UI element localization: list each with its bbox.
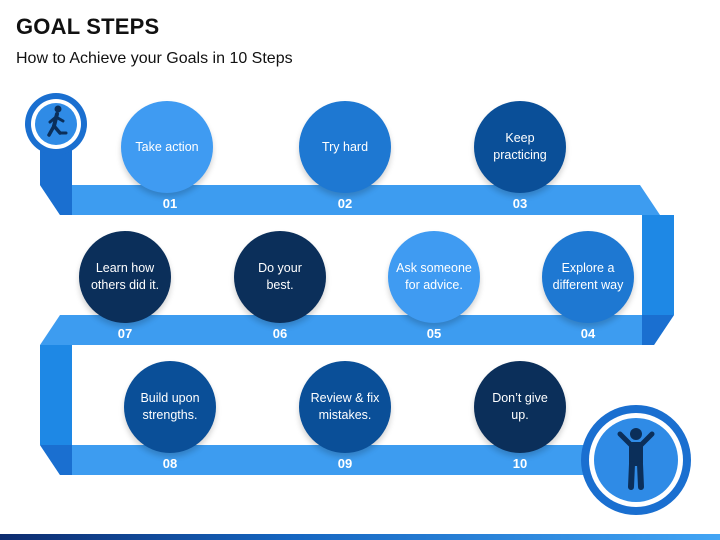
step-number-01: 01 [162, 196, 178, 211]
step-text-line2: strengths. [142, 408, 198, 422]
ribbon-row-3-fold [40, 445, 72, 475]
step-text-line1: Explore a [561, 261, 615, 275]
step-text-line1: Take action [135, 139, 199, 154]
step-circle-10: Don’t give up. [474, 361, 566, 453]
step-number-02: 02 [337, 196, 353, 211]
step-text-line1: Do your [258, 261, 302, 275]
step-text-line2: best. [266, 278, 294, 292]
step-number-06: 06 [272, 326, 288, 341]
ribbon-right-vertical [642, 215, 674, 315]
start-badge [25, 93, 87, 155]
step-number-03: 03 [512, 196, 528, 211]
ribbon-row-1-fold [40, 185, 72, 215]
step-circle-02: Try hard [299, 101, 391, 193]
step-circle-01: Take action [121, 101, 213, 193]
step-text-line2: for advice. [405, 278, 463, 292]
step-text-line2: up. [511, 408, 529, 422]
step-text-line1: Don’t give [492, 391, 548, 405]
step-text-line1: Ask someone [396, 261, 472, 275]
ribbon-row-3 [40, 445, 620, 475]
ribbon-left-vertical [40, 345, 72, 445]
step-circle-04: Explore a different way [542, 231, 634, 323]
step-circle-08: Build upon strengths. [124, 361, 216, 453]
step-number-07: 07 [117, 326, 133, 341]
step-number-09: 09 [337, 456, 353, 471]
page-subtitle: How to Achieve your Goals in 10 Steps [16, 50, 293, 67]
step-text-line2: practicing [493, 148, 547, 162]
step-number-04: 04 [580, 326, 596, 341]
bottom-accent-bar [0, 534, 720, 540]
step-circle-03: Keep practicing [474, 101, 566, 193]
end-badge [581, 405, 691, 515]
step-text-line1: Build upon [140, 391, 200, 405]
step-text-line2: different way [552, 278, 624, 292]
step-text-line1: Learn how [95, 261, 155, 275]
step-circle-09: Review & fix mistakes. [299, 361, 391, 453]
ribbon-row-1 [40, 185, 660, 215]
step-text-line1: Keep [505, 131, 535, 145]
step-circle-05: Ask someone for advice. [388, 231, 480, 323]
step-number-10: 10 [512, 456, 528, 471]
page-title: GOAL STEPS [16, 14, 160, 39]
celebrating-person-icon [617, 428, 655, 490]
ribbon-row-2 [40, 315, 674, 345]
step-text-line1: Try hard [321, 139, 369, 154]
walking-person-icon [47, 105, 68, 137]
step-text-line2: mistakes. [318, 408, 372, 422]
ribbon-row-2-fold [642, 315, 674, 345]
step-number-08: 08 [162, 456, 178, 471]
step-text-line1: Review & fix [310, 391, 380, 405]
step-text-line2: others did it. [90, 278, 160, 292]
step-circle-06: Do your best. [234, 231, 326, 323]
step-number-05: 05 [426, 326, 442, 341]
step-circle-07: Learn how others did it. [79, 231, 171, 323]
